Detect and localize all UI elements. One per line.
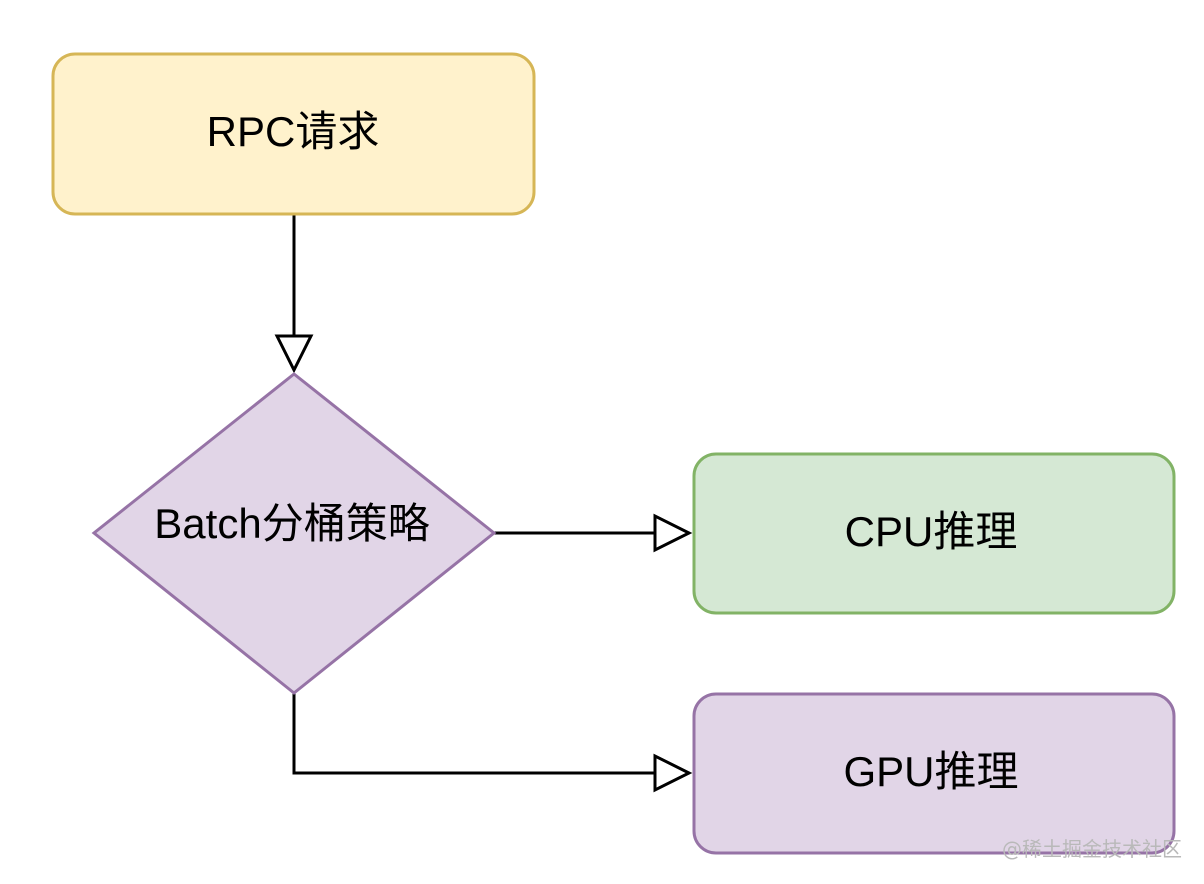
node-batch-strategy: Batch分桶策略 (91, 372, 497, 695)
node-cpu-inference: CPU推理 (692, 452, 1176, 615)
node-rpc-request-label: RPC请求 (207, 108, 380, 155)
edge-batch-to-gpu (292, 693, 693, 793)
node-gpu-inference: GPU推理 (692, 692, 1176, 855)
node-rpc-request: RPC请求 (51, 52, 536, 216)
watermark: @稀土掘金技术社区 (1002, 837, 1182, 861)
node-gpu-inference-label: GPU推理 (843, 748, 1018, 795)
node-cpu-inference-label: CPU推理 (845, 508, 1018, 555)
arrowhead-icon (653, 753, 693, 793)
edge-rpc-to-batch (274, 214, 314, 374)
node-batch-strategy-label: Batch分桶策略 (154, 500, 429, 547)
arrowhead-icon (653, 513, 693, 553)
edge-batch-to-cpu (494, 513, 693, 553)
arrowhead-icon (274, 334, 314, 374)
